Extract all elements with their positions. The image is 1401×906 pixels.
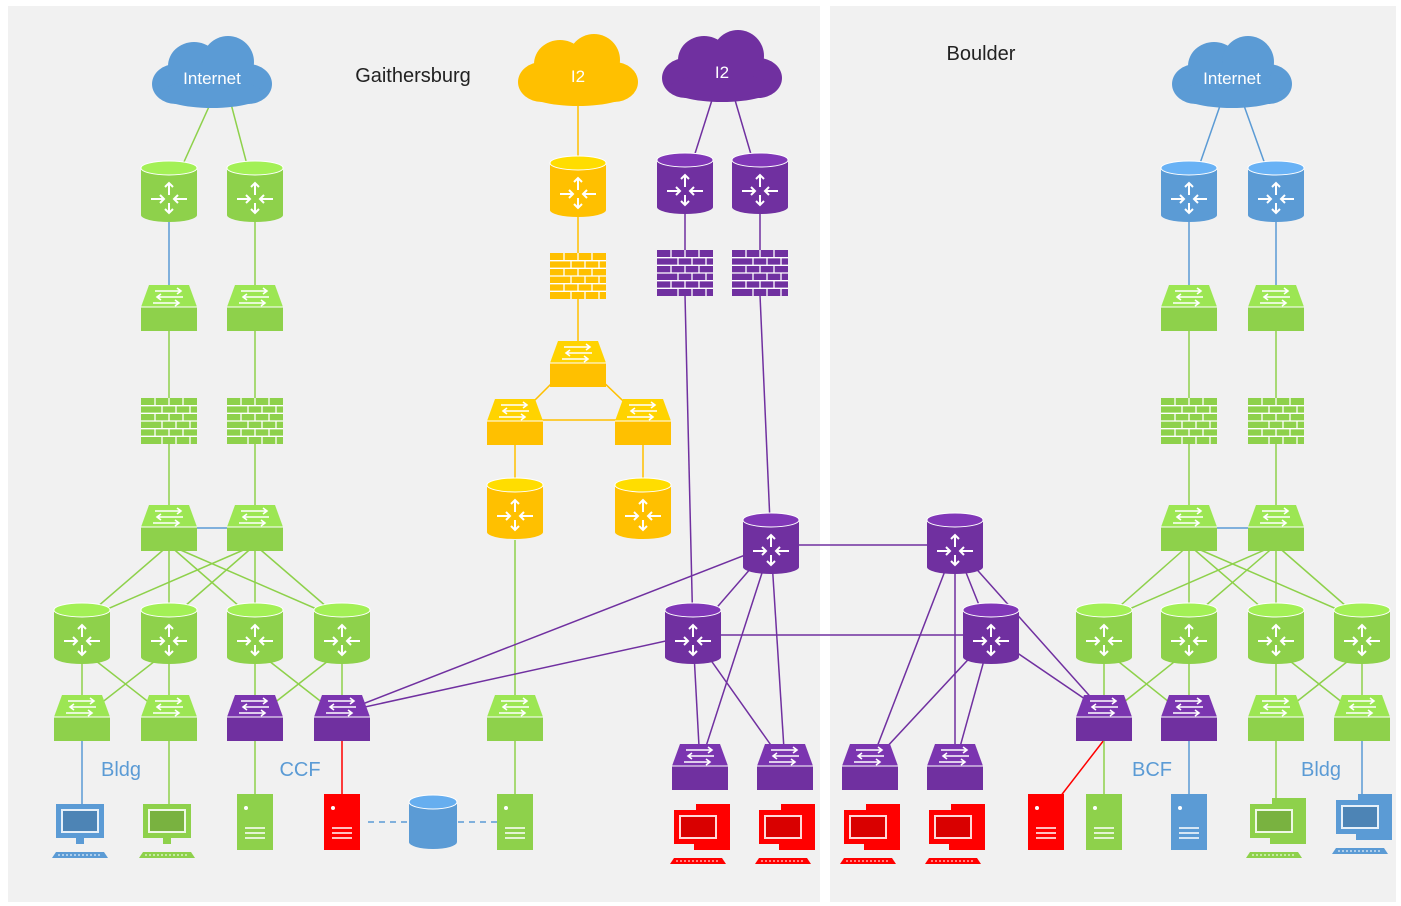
- switch-icon: [487, 399, 543, 445]
- cloud-label: I2: [571, 67, 585, 86]
- router-icon: [1247, 160, 1305, 222]
- region-label-boulder: Boulder: [947, 43, 1016, 65]
- switch-icon: [1161, 505, 1217, 551]
- router-icon: [742, 512, 800, 574]
- switch-icon: [227, 695, 283, 741]
- server-icon: [237, 794, 273, 850]
- router-icon: [664, 602, 722, 664]
- server-icon: [1171, 794, 1207, 850]
- link-line: [341, 544, 772, 713]
- link-line: [770, 544, 786, 766]
- link-line: [684, 294, 694, 636]
- router-icon: [926, 512, 984, 574]
- link-line: [1188, 544, 1363, 621]
- switch-icon: [141, 505, 197, 551]
- router-icon: [1333, 602, 1391, 664]
- switch-icon: [1334, 695, 1390, 741]
- workstation-icon: [52, 804, 108, 858]
- switch-icon: [1161, 285, 1217, 331]
- cloud-label: Internet: [183, 69, 241, 88]
- server-icon: [1028, 794, 1064, 850]
- cloud-icon: [152, 36, 272, 108]
- switch-icon: [227, 285, 283, 331]
- switch-icon: [227, 505, 283, 551]
- router-icon: [731, 152, 789, 214]
- router-icon: [1075, 602, 1133, 664]
- switch-icon: [1076, 695, 1132, 741]
- link-line: [759, 294, 772, 546]
- link-line: [699, 544, 772, 766]
- label-bldg-left: Bldg: [101, 759, 141, 781]
- router-icon: [549, 155, 607, 217]
- firewall-icon: [732, 250, 788, 296]
- router-icon: [140, 160, 198, 222]
- link-line: [168, 544, 343, 621]
- router-icon: [53, 602, 111, 664]
- cloud-icon: [662, 30, 782, 102]
- label-bcf: BCF: [1132, 759, 1172, 781]
- router-icon: [962, 602, 1020, 664]
- label-bldg-right: Bldg: [1301, 759, 1341, 781]
- firewall-icon: [227, 398, 283, 444]
- switch-icon: [1248, 695, 1304, 741]
- region-label-gaithersburg: Gaithersburg: [355, 65, 471, 87]
- switch-icon: [54, 695, 110, 741]
- workstation-icon: [139, 804, 195, 858]
- boulder-panel: [830, 6, 1396, 902]
- router-icon: [1160, 160, 1218, 222]
- router-icon: [226, 602, 284, 664]
- workstation-icon: [755, 804, 815, 864]
- switch-icon: [1248, 505, 1304, 551]
- switch-icon: [615, 399, 671, 445]
- workstation-icon: [925, 804, 985, 864]
- firewall-icon: [1161, 398, 1217, 444]
- router-icon: [226, 160, 284, 222]
- workstation-icon: [840, 804, 900, 864]
- server-icon: [324, 794, 360, 850]
- cloud-label: I2: [715, 63, 729, 82]
- router-icon: [614, 477, 672, 539]
- cloud-icon: [518, 34, 638, 106]
- firewall-icon: [1248, 398, 1304, 444]
- router-icon: [313, 602, 371, 664]
- workstation-icon: [1332, 794, 1392, 854]
- link-line: [341, 634, 694, 713]
- switch-icon: [141, 695, 197, 741]
- switch-icon: [1248, 285, 1304, 331]
- router-icon: [140, 602, 198, 664]
- switch-icon: [141, 285, 197, 331]
- firewall-icon: [550, 253, 606, 299]
- firewall-icon: [657, 250, 713, 296]
- link-line: [869, 544, 956, 766]
- switch-icon: [487, 695, 543, 741]
- link-line: [954, 544, 1105, 713]
- switch-icon: [1161, 695, 1217, 741]
- router-icon: [486, 477, 544, 539]
- device-icons: [52, 30, 1392, 864]
- server-icon: [497, 794, 533, 850]
- router-icon: [656, 152, 714, 214]
- workstation-icon: [670, 804, 730, 864]
- firewall-icon: [141, 398, 197, 444]
- cloud-icon: [1172, 36, 1292, 108]
- workstation-icon: [1246, 798, 1306, 858]
- switch-icon: [927, 744, 983, 790]
- switch-icon: [757, 744, 813, 790]
- router-icon: [1160, 602, 1218, 664]
- switch-icon: [842, 744, 898, 790]
- router-icon: [1247, 602, 1305, 664]
- server-icon: [1086, 794, 1122, 850]
- switch-icon: [672, 744, 728, 790]
- switch-icon: [550, 341, 606, 387]
- database-icon: [408, 794, 458, 849]
- switch-icon: [314, 695, 370, 741]
- cloud-label: Internet: [1203, 69, 1261, 88]
- link-line: [1103, 544, 1277, 621]
- label-ccf: CCF: [279, 759, 320, 781]
